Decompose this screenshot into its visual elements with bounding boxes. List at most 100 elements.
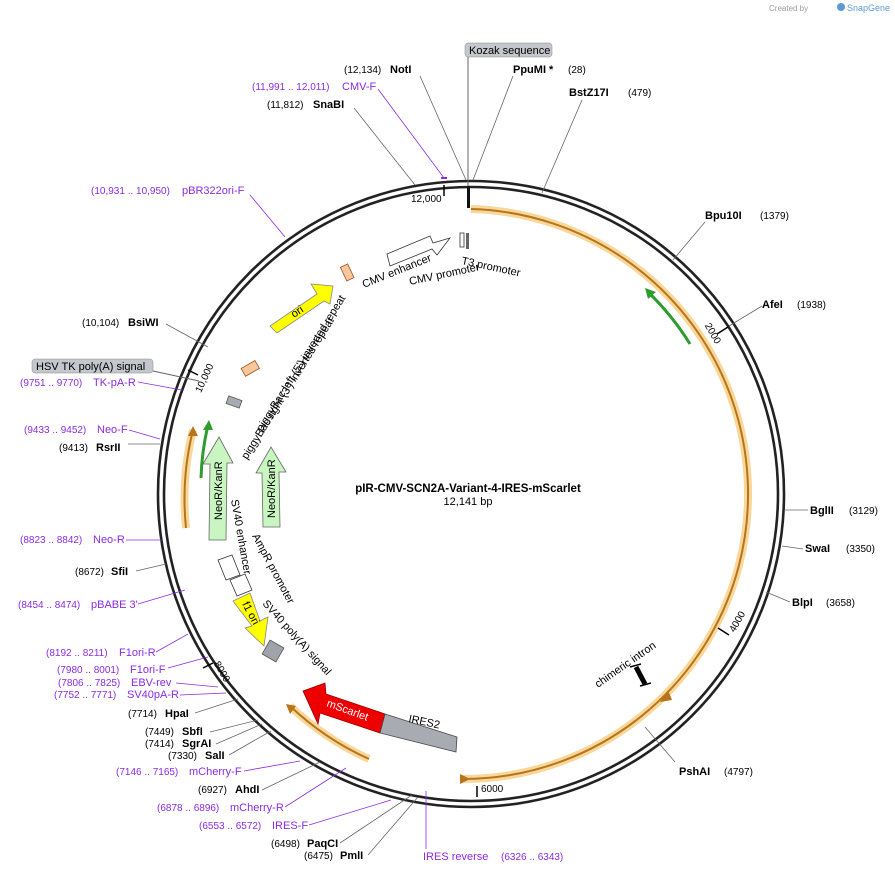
credit-prefix: Created by: [769, 4, 808, 13]
svg-text:(8454 .. 8474): (8454 .. 8474): [18, 600, 80, 611]
primer-sv40pa-r[interactable]: (7752 .. 7771) SV40pA-R: [54, 689, 227, 701]
sv40-polya-label: SV40 poly(A) signal: [260, 598, 334, 678]
kozak-pill[interactable]: Kozak sequence: [464, 42, 553, 58]
svg-text:(3658): (3658): [826, 598, 855, 609]
svg-text:(8823 .. 8842): (8823 .. 8842): [20, 535, 82, 546]
svg-text:(28): (28): [568, 65, 586, 76]
svg-text:AhdI: AhdI: [235, 784, 259, 796]
svg-text:(4797): (4797): [724, 767, 753, 778]
hsv-small-block[interactable]: [225, 395, 243, 409]
svg-text:(6878 .. 6896): (6878 .. 6896): [157, 803, 219, 814]
f1-ori-feature[interactable]: f1 ori: [232, 592, 269, 647]
svg-text:(7449): (7449): [145, 727, 174, 738]
site-sfii[interactable]: (8672) SfiI: [75, 563, 167, 578]
site-rsrii[interactable]: (9413) RsrII: [59, 442, 160, 454]
svg-text:SgrAI: SgrAI: [182, 738, 211, 750]
svg-text:(6498): (6498): [271, 839, 300, 850]
orf-small-bottom-left[interactable]: [286, 703, 371, 763]
primer-ires-reverse[interactable]: IRES reverse (6326 .. 6343): [423, 791, 563, 863]
ires2-feature[interactable]: IRES2: [379, 713, 458, 753]
svg-text:BstZ17I: BstZ17I: [569, 87, 609, 99]
svg-text:RsrII: RsrII: [96, 442, 120, 454]
site-bsiwi[interactable]: (10,104) BsiWI: [82, 317, 209, 348]
site-ahdi[interactable]: (6927) AhdI: [198, 761, 321, 796]
neo1-feature[interactable]: NeoR/KanR: [202, 436, 234, 541]
svg-text:TK-pA-R: TK-pA-R: [93, 377, 136, 389]
site-sali[interactable]: (7330) SalI: [168, 730, 272, 762]
svg-text:(8192 .. 8211): (8192 .. 8211): [46, 648, 108, 659]
cmv-enhancer-feature[interactable]: CMV enhancer: [361, 235, 452, 291]
svg-text:(7146 .. 7165): (7146 .. 7165): [116, 767, 178, 778]
svg-text:BlpI: BlpI: [792, 597, 813, 609]
site-notI[interactable]: (12,134) NotI: [344, 64, 467, 181]
site-bglii[interactable]: BglII (3129): [784, 505, 878, 517]
svg-text:SnaBI: SnaBI: [313, 99, 344, 111]
primer-mcherry-r[interactable]: (6878 .. 6896) mCherry-R: [157, 767, 347, 814]
svg-text:(11,812): (11,812): [267, 100, 304, 111]
primer-cmv-f[interactable]: (11,991 .. 12,011) CMV-F: [252, 81, 447, 179]
svg-text:IRES reverse: IRES reverse: [423, 851, 488, 863]
orf-scn2a[interactable]: [460, 205, 752, 784]
svg-text:(10,931 .. 10,950): (10,931 .. 10,950): [91, 186, 170, 197]
orf-neo-outer[interactable]: [180, 426, 198, 529]
primer-pbabe3[interactable]: (8454 .. 8474) pBABE 3': [18, 589, 186, 611]
svg-text:pBR322ori-F: pBR322ori-F: [182, 185, 245, 197]
hsv-pill[interactable]: HSV TK poly(A) signal: [31, 358, 154, 374]
primer-pbr322ori-f[interactable]: (10,931 .. 10,950) pBR322ori-F: [91, 185, 286, 238]
svg-text:EBV-rev: EBV-rev: [131, 677, 172, 689]
svg-text:(7980 .. 8001): (7980 .. 8001): [57, 665, 119, 676]
primer-mcherry-f[interactable]: (7146 .. 7165) mCherry-F: [116, 760, 301, 778]
svg-text:F1ori-F: F1ori-F: [130, 664, 166, 676]
pb-right-block[interactable]: [240, 359, 260, 377]
svg-text:NeoR/KanR: NeoR/KanR: [266, 459, 278, 518]
svg-text:pBABE 3': pBABE 3': [91, 599, 138, 611]
cmv-small-marks: [467, 186, 470, 208]
svg-text:(6326 .. 6343): (6326 .. 6343): [501, 852, 563, 863]
snapgene-logo-icon: [837, 3, 845, 11]
site-hpai[interactable]: (7714) HpaI: [128, 698, 239, 720]
primer-neo-f[interactable]: (9433 .. 9452) Neo-F: [24, 424, 161, 440]
site-blpi[interactable]: BlpI (3658): [765, 591, 855, 609]
svg-text:(7414): (7414): [145, 739, 174, 750]
svg-text:(1938): (1938): [797, 300, 826, 311]
sv40-enh-outline[interactable]: [217, 554, 253, 597]
pb-small-block[interactable]: [339, 263, 355, 282]
primer-neo-r[interactable]: (8823 .. 8842) Neo-R: [20, 534, 162, 546]
svg-text:Bpu10I: Bpu10I: [705, 210, 742, 222]
svg-text:SwaI: SwaI: [805, 543, 830, 555]
primer-f1ori-f[interactable]: (7980 .. 8001) F1ori-F: [57, 656, 209, 676]
site-sbfi[interactable]: (7449) SbfI: [145, 719, 259, 738]
svg-text:(7752 .. 7771): (7752 .. 7771): [54, 690, 116, 701]
site-snabi[interactable]: (11,812) SnaBI: [267, 99, 416, 186]
primer-ires-f[interactable]: (6553 .. 6572) IRES-F: [199, 799, 392, 832]
site-swai[interactable]: SwaI (3350): [781, 543, 875, 555]
site-bpu10i[interactable]: Bpu10I (1379): [672, 210, 789, 261]
tick-6000: 6000: [481, 784, 504, 795]
neo2-feature[interactable]: NeoR/KanR: [255, 446, 287, 528]
site-ppumi[interactable]: PpuMI * (28): [472, 64, 586, 181]
sv40-polya-block[interactable]: [261, 639, 285, 663]
credit-brand: SnapGene: [847, 3, 890, 13]
svg-text:chimeric intron: chimeric intron: [593, 640, 658, 691]
site-sgrai[interactable]: (7414) SgrAI: [145, 723, 263, 750]
svg-text:SbfI: SbfI: [182, 726, 203, 738]
ori-feature[interactable]: ori: [269, 283, 334, 334]
site-pshai[interactable]: PshAI (4797): [644, 726, 753, 778]
green-arrow-left[interactable]: [199, 420, 213, 479]
svg-text:Neo-R: Neo-R: [93, 534, 125, 546]
chimeric-intron-feature[interactable]: chimeric intron: [593, 640, 658, 691]
primer-tk-pa-r[interactable]: (9751 .. 9770) TK-pA-R: [20, 377, 183, 391]
svg-text:HpaI: HpaI: [165, 708, 189, 720]
green-arrow-right[interactable]: [645, 288, 692, 345]
site-afei[interactable]: AfeI (1938): [728, 299, 826, 327]
svg-text:HSV TK poly(A) signal: HSV TK poly(A) signal: [36, 361, 145, 373]
svg-text:(479): (479): [628, 88, 651, 99]
site-pmli[interactable]: (6475) PmlI: [304, 796, 419, 862]
hsv-leader: [152, 370, 200, 382]
site-bstz17i[interactable]: BstZ17I (479): [541, 87, 651, 194]
primer-f1ori-r[interactable]: (8192 .. 8211) F1ori-R: [46, 633, 189, 659]
svg-text:(11,991 .. 12,011): (11,991 .. 12,011): [252, 82, 329, 93]
primer-ebv-rev[interactable]: (7806 .. 7825) EBV-rev: [58, 677, 219, 689]
site-paqci[interactable]: (6498) PaqCI: [271, 794, 413, 850]
svg-text:mCherry-R: mCherry-R: [230, 802, 284, 814]
